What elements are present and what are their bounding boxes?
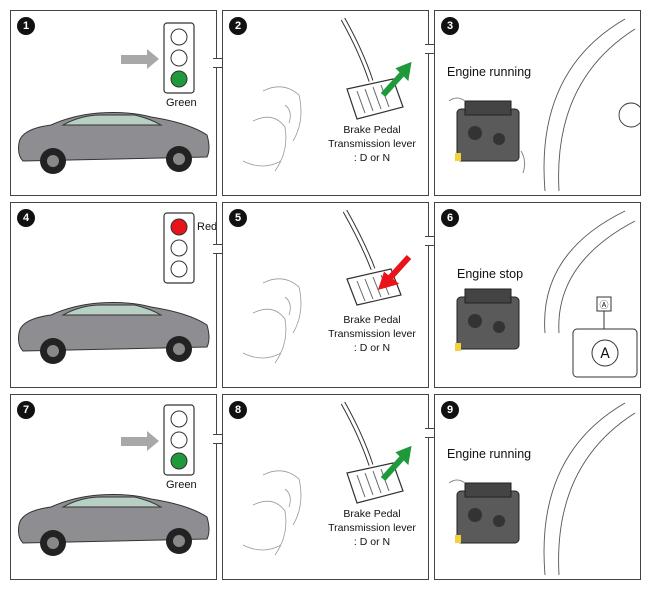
panel-step-6: 6 Ⓐ A Engine stop — [434, 202, 641, 388]
engine-icon — [448, 479, 520, 544]
panel-step-3: 3 Engine running — [434, 10, 641, 196]
pedal-caption-line: Brake Pedal — [343, 124, 401, 136]
pedal-caption-line: Transmission lever — [328, 138, 416, 150]
brake-pedal-illustration — [242, 209, 412, 364]
brake-pedal-icon — [342, 209, 402, 306]
svg-text:Ⓐ: Ⓐ — [599, 300, 608, 311]
panel-step-1: 1 Green — [10, 10, 217, 196]
engine-gauge-illustration — [448, 402, 636, 576]
pedal-caption: Brake Pedal Transmission lever : D or N — [317, 313, 427, 355]
brake-pedal-illustration — [242, 17, 412, 172]
arrow-icon — [377, 254, 412, 290]
car-icon — [18, 112, 210, 174]
traffic-light-illustration — [18, 22, 210, 174]
traffic-light-label: Red — [197, 221, 217, 233]
car-icon — [18, 494, 210, 556]
engine-status-label: Engine running — [447, 447, 532, 461]
step-number: 6 — [441, 209, 459, 227]
brake-pedal-illustration — [242, 401, 412, 556]
engine-status-label: Engine stop — [457, 267, 524, 281]
step-number: 7 — [17, 401, 35, 419]
engine-gauge-illustration: Ⓐ A — [455, 210, 638, 378]
traffic-light-illustration — [18, 212, 210, 364]
traffic-light-icon — [163, 404, 195, 476]
pedal-caption-line: : D or N — [353, 152, 391, 164]
engine-icon — [455, 288, 520, 351]
pedal-caption: Brake Pedal Transmission lever : D or N — [317, 507, 427, 549]
pedal-caption: Brake Pedal Transmission lever : D or N — [317, 123, 427, 165]
step-number: 4 — [17, 209, 35, 227]
engine-icon — [448, 97, 526, 174]
step-number: 9 — [441, 401, 459, 419]
arrow-icon — [121, 431, 159, 451]
driver-outline — [242, 470, 302, 556]
traffic-light-label: Green — [166, 97, 197, 109]
step-number: 1 — [17, 17, 35, 35]
pedal-caption-line: Transmission lever — [328, 328, 416, 340]
traffic-light-icon — [163, 22, 195, 94]
pedal-caption-line: Transmission lever — [328, 522, 416, 534]
traffic-light-label: Green — [166, 479, 197, 491]
panel-step-4: 4 Red — [10, 202, 217, 388]
panel-step-5: 5 Brake Pedal Transmission lever : D or … — [222, 202, 429, 388]
arrow-icon — [380, 445, 412, 482]
driver-outline — [242, 86, 302, 172]
gauge-icon — [544, 210, 636, 334]
traffic-light-illustration — [18, 404, 210, 556]
pedal-caption-line: : D or N — [353, 342, 391, 354]
step-number: 2 — [229, 17, 247, 35]
pedal-caption-line: Brake Pedal — [343, 508, 401, 520]
step-number: 5 — [229, 209, 247, 227]
engine-gauge-illustration — [448, 18, 640, 192]
pedal-caption-line: Brake Pedal — [343, 314, 401, 326]
car-icon — [18, 302, 210, 364]
traffic-light-icon — [163, 212, 195, 284]
arrow-icon — [380, 61, 412, 98]
gauge-icon — [543, 18, 640, 192]
step-number: 3 — [441, 17, 459, 35]
panel-step-2: 2 Brake Pedal Transmission lever : D or … — [222, 10, 429, 196]
pedal-caption-line: : D or N — [353, 536, 391, 548]
panel-step-8: 8 Brake Pedal Transmission lever : D or … — [222, 394, 429, 580]
driver-outline — [242, 278, 302, 364]
engine-status-label: Engine running — [447, 65, 532, 79]
brake-pedal-icon — [340, 401, 404, 504]
arrow-icon — [121, 49, 159, 69]
step-number: 8 — [229, 401, 247, 419]
panel-step-7: 7 Green — [10, 394, 217, 580]
gauge-icon — [543, 402, 636, 576]
auto-stop-icon: Ⓐ A — [572, 296, 638, 378]
panel-step-9: 9 Engine running — [434, 394, 641, 580]
svg-text:A: A — [600, 346, 610, 362]
brake-pedal-icon — [340, 17, 404, 120]
